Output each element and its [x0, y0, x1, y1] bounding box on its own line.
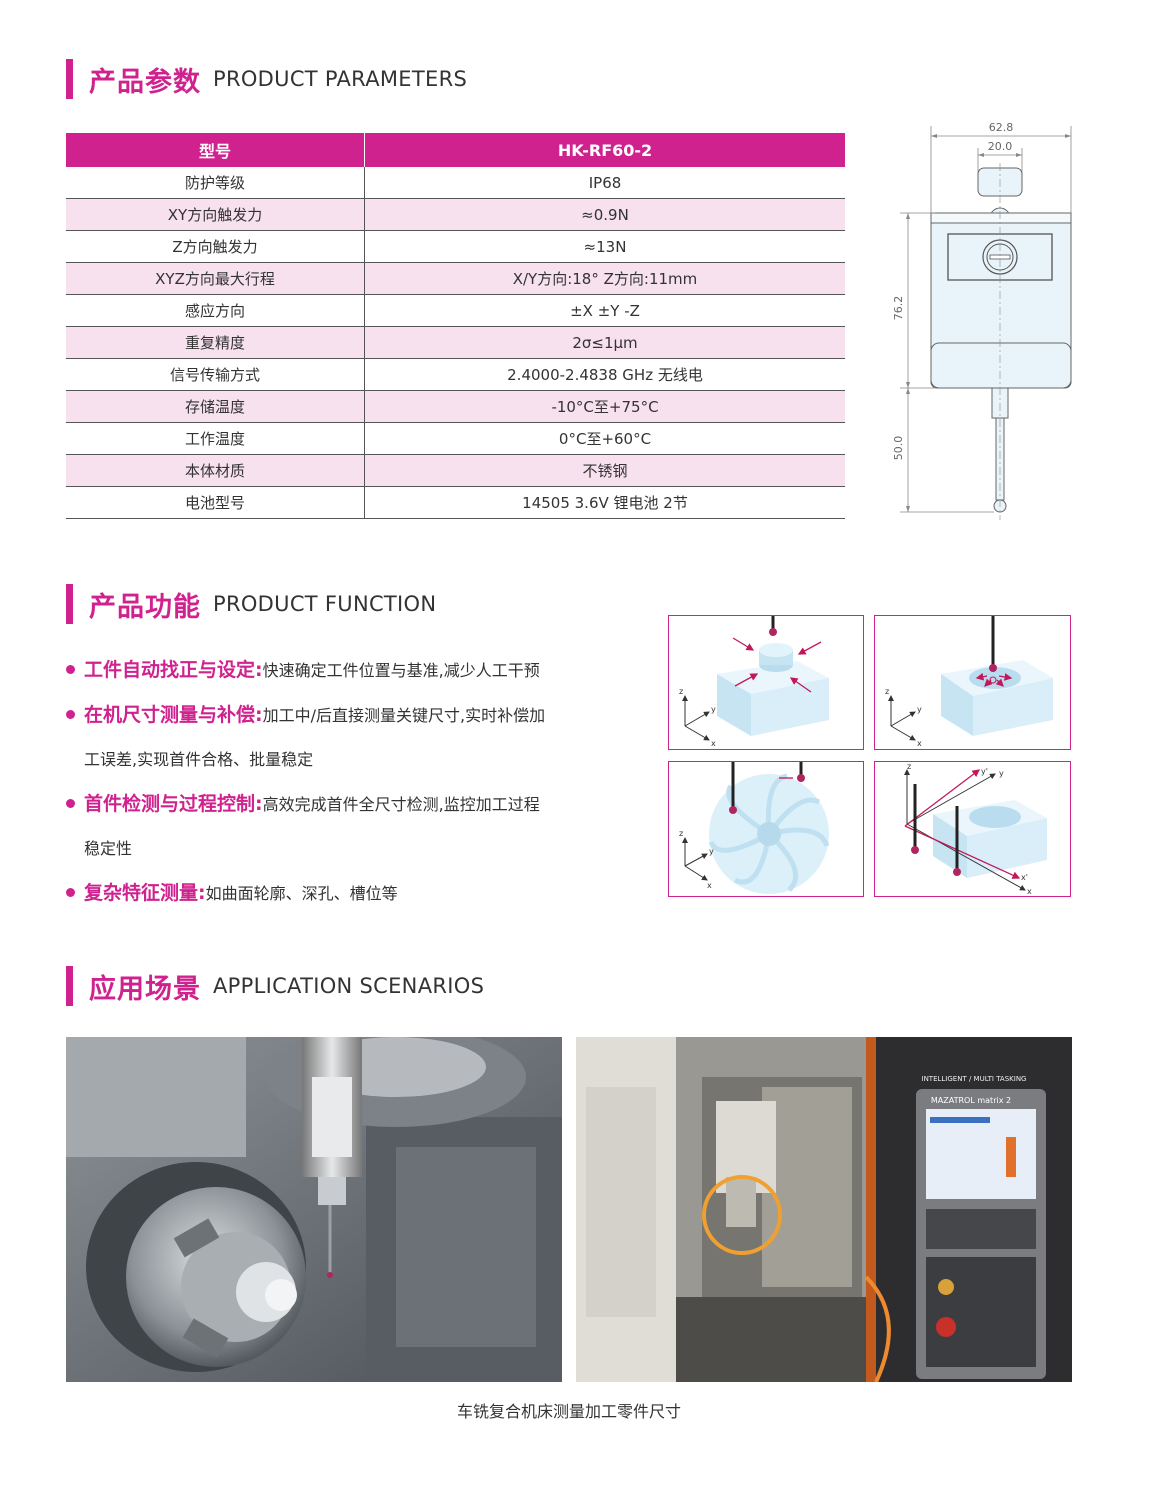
list-item: 首件检测与过程控制:高效完成首件全尺寸检测,监控加工过程 稳定性 [66, 782, 626, 871]
axis-label-z: z [679, 687, 683, 696]
dim-height-stylus: 50.0 [892, 436, 905, 461]
table-header-cell: HK-RF60-2 [364, 133, 845, 167]
bullet-dot [66, 665, 75, 674]
dim-width-top: 20.0 [988, 140, 1013, 153]
section-title-parameters: 产品参数 PRODUCT PARAMETERS [66, 59, 467, 99]
section-title-application: 应用场景 APPLICATION SCENARIOS [66, 966, 484, 1006]
param-value-cell: ±X ±Y -Z [364, 294, 845, 327]
param-name-cell: 工作温度 [66, 422, 365, 455]
axis-label-x: x [1027, 887, 1032, 896]
axis-label-x: x [917, 739, 922, 748]
axis-label-z: z [679, 829, 683, 838]
probe-dimension-drawing: 62.8 20.0 76.2 50.0 [892, 121, 1072, 520]
list-item: 在机尺寸测量与补偿:加工中/后直接测量关键尺寸,实时补偿加 工误差,实现首件合格… [66, 693, 626, 782]
section-title-zh: 应用场景 [89, 973, 201, 1005]
function-text: 高效完成首件全尺寸检测,监控加工过程 [262, 795, 540, 814]
function-text: 加工中/后直接测量关键尺寸,实时补偿加 [262, 706, 546, 725]
param-value-cell: 2σ≤1μm [364, 326, 845, 359]
param-name-cell: 电池型号 [66, 486, 365, 519]
table-row: XY方向触发力≈0.9N [66, 198, 845, 231]
param-name-cell: 本体材质 [66, 454, 365, 487]
photo-machine-tool: INTELLIGENT / MULTI TASKING MAZATROL mat… [576, 1037, 1072, 1382]
machine-brand-top: INTELLIGENT / MULTI TASKING [922, 1075, 1027, 1083]
axis-label-y: y [999, 769, 1004, 778]
param-name-cell: 感应方向 [66, 294, 365, 327]
function-highlight: 复杂特征测量: [84, 882, 206, 904]
diagram-workpiece-setting: z x y [668, 615, 864, 750]
photo-lathe-probe [66, 1037, 562, 1382]
dim-height-body: 76.2 [892, 296, 905, 321]
section-title-en: APPLICATION SCENARIOS [213, 974, 485, 998]
axis-label-y: y [917, 705, 922, 714]
bullet-dot [66, 888, 75, 897]
param-value-cell: 0°C至+60°C [364, 422, 845, 455]
param-value-cell: -10°C至+75°C [364, 390, 845, 423]
axis-label-y: y [711, 705, 716, 714]
section-title-en: PRODUCT PARAMETERS [213, 67, 468, 91]
list-item: 工件自动找正与设定:快速确定工件位置与基准,减少人工干预 [66, 648, 626, 693]
param-name-cell: XY方向触发力 [66, 198, 365, 231]
dim-width-total: 62.8 [989, 121, 1014, 134]
param-value-cell: 2.4000-2.4838 GHz 无线电 [364, 358, 845, 391]
axis-label-x-prime: x' [1021, 873, 1028, 882]
axis-label-x: x [707, 881, 712, 890]
axis-label-z: z [885, 687, 889, 696]
param-name-cell: XYZ方向最大行程 [66, 262, 365, 295]
table-header-cell: 型号 [66, 133, 365, 167]
param-value-cell: X/Y方向:18° Z方向:11mm [364, 262, 845, 295]
table-header-row: 型号 HK-RF60-2 [66, 133, 845, 167]
param-value-cell: ≈13N [364, 230, 845, 263]
param-value-cell: 不锈钢 [364, 454, 845, 487]
param-name-cell: 信号传输方式 [66, 358, 365, 391]
title-accent-bar [66, 966, 73, 1006]
application-caption: 车铣复合机床测量加工零件尺寸 [456, 1402, 681, 1421]
axis-label-x: x [711, 739, 716, 748]
title-accent-bar [66, 59, 73, 99]
section-title-function: 产品功能 PRODUCT FUNCTION [66, 584, 436, 624]
param-value-cell: 14505 3.6V 锂电池 2节 [364, 486, 845, 519]
axis-label-y: y [709, 847, 714, 856]
bullet-dot [66, 710, 75, 719]
diagram-coordinate-rotation: z y y' x' x [874, 761, 1071, 897]
function-text: 快速确定工件位置与基准,减少人工干预 [262, 661, 540, 680]
section-title-zh: 产品参数 [89, 66, 201, 98]
title-accent-bar [66, 584, 73, 624]
param-name-cell: 存储温度 [66, 390, 365, 423]
section-title-en: PRODUCT FUNCTION [213, 592, 437, 616]
param-value-cell: IP68 [364, 167, 845, 199]
axis-label-y-prime: y' [981, 767, 988, 776]
function-text: 如曲面轮廓、深孔、槽位等 [205, 884, 398, 903]
machine-brand: MAZATROL matrix 2 [931, 1096, 1011, 1105]
param-value-cell: ≈0.9N [364, 198, 845, 231]
axis-label-z: z [907, 762, 911, 771]
function-text-continued: 工误差,实现首件合格、批量稳定 [84, 750, 314, 769]
table-row: Z方向触发力≈13N [66, 230, 845, 263]
table-row: 存储温度-10°C至+75°C [66, 390, 845, 423]
diagram-hole-measurement: z x y [874, 615, 1071, 750]
param-name-cell: Z方向触发力 [66, 230, 365, 263]
function-list: 工件自动找正与设定:快速确定工件位置与基准,减少人工干预 在机尺寸测量与补偿:加… [66, 648, 626, 916]
function-highlight: 工件自动找正与设定: [84, 659, 263, 681]
bullet-dot [66, 799, 75, 808]
function-text-continued: 稳定性 [84, 839, 133, 858]
section-title-zh: 产品功能 [89, 591, 201, 623]
function-highlight: 在机尺寸测量与补偿: [84, 704, 263, 726]
table-row: 感应方向±X ±Y -Z [66, 294, 845, 327]
table-row: 本体材质不锈钢 [66, 454, 845, 487]
param-name-cell: 重复精度 [66, 326, 365, 359]
function-highlight: 首件检测与过程控制: [84, 793, 263, 815]
param-name-cell: 防护等级 [66, 167, 365, 199]
list-item: 复杂特征测量:如曲面轮廓、深孔、槽位等 [66, 871, 626, 916]
diagram-surface-profile: z x y [668, 761, 864, 897]
